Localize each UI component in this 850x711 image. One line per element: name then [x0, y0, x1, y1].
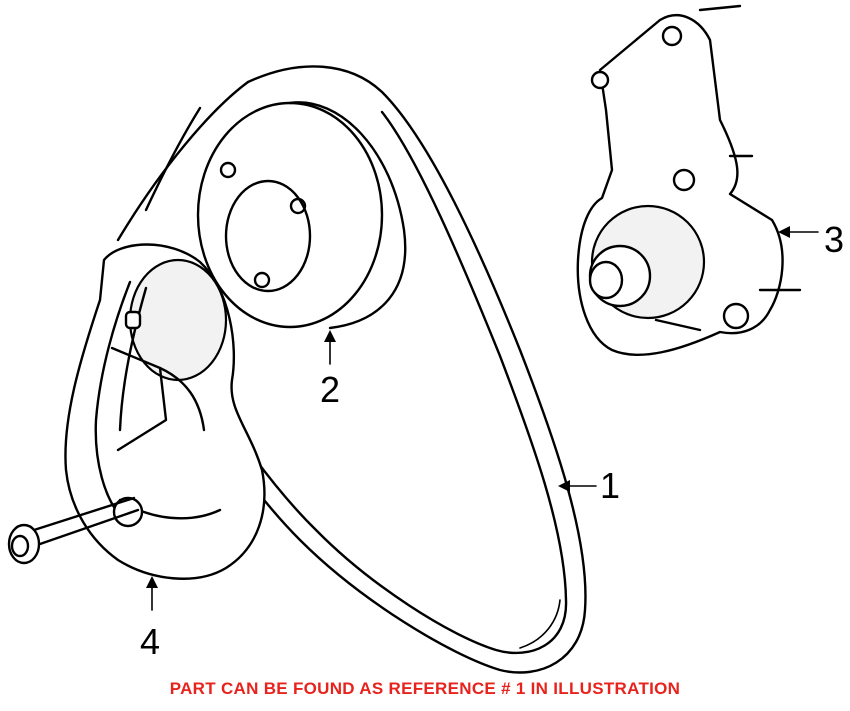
belt-tensioner [7, 243, 266, 580]
idler-pulley [196, 101, 407, 330]
water-pump [576, 4, 802, 357]
reference-caption: PART CAN BE FOUND AS REFERENCE # 1 IN IL… [169, 679, 681, 698]
callout-2: 2 [320, 369, 341, 410]
leader-arrows [146, 226, 819, 611]
callout-4: 4 [140, 621, 161, 662]
callout-3: 3 [824, 219, 845, 260]
callout-1: 1 [600, 465, 621, 506]
